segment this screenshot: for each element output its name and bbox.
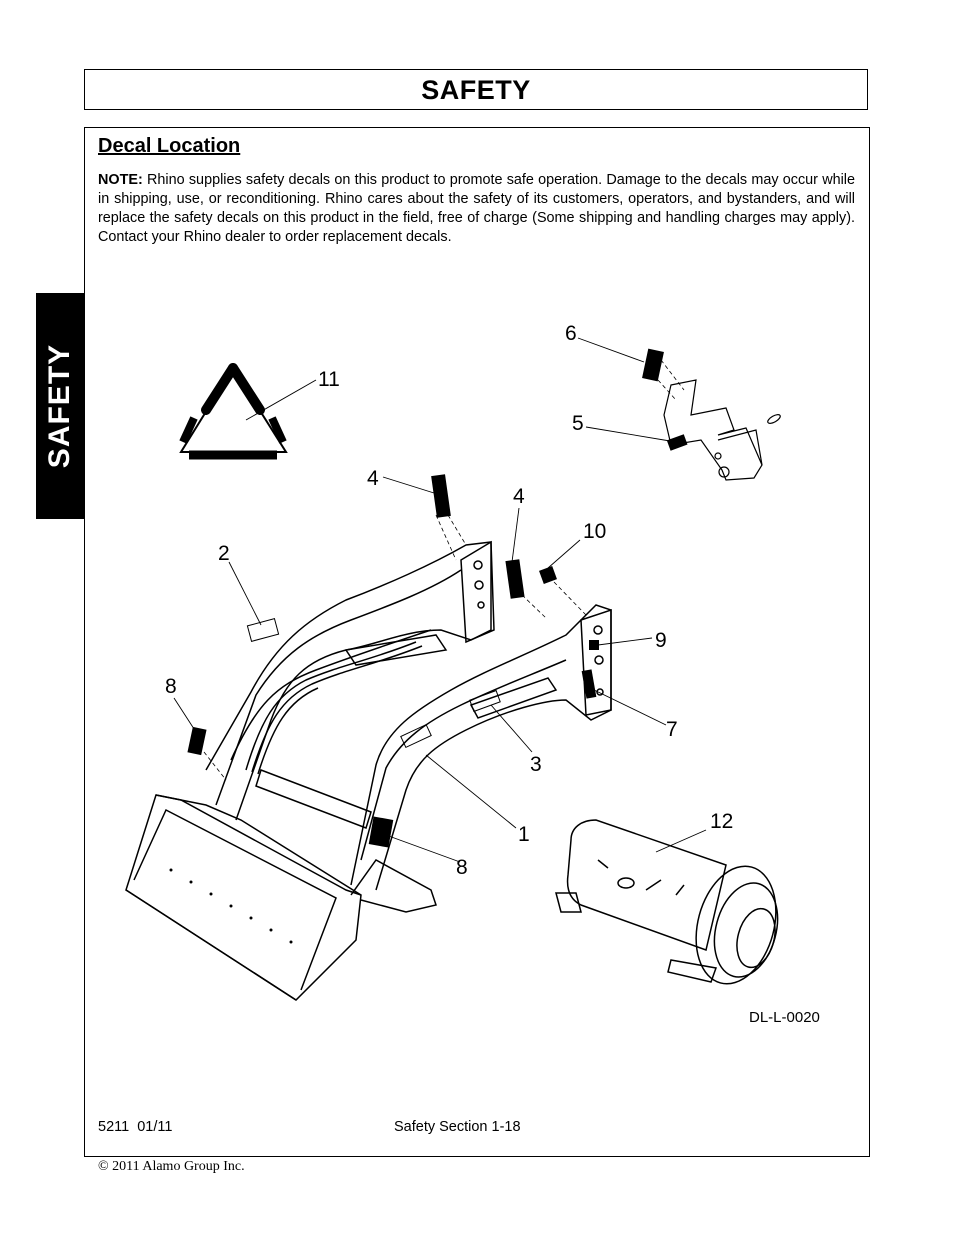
callout-8-rear: 8 xyxy=(165,675,177,698)
smv-emblem xyxy=(179,363,288,460)
note-text: Rhino supplies safety decals on this pro… xyxy=(98,172,856,245)
decal-4-front xyxy=(505,559,525,599)
decal-6 xyxy=(642,348,664,382)
doc-number: 5211 01/11 xyxy=(98,1119,173,1135)
projection-lines xyxy=(203,514,587,781)
drawing-code: DL-L-0020 xyxy=(749,1009,820,1026)
decal-8-rear xyxy=(187,726,207,756)
decal-location-diagram: 6 11 5 4 4 10 2 9 8 7 3 1 8 12 DL-L-0020 xyxy=(125,322,820,1026)
loader-assembly xyxy=(125,540,612,1001)
decal-4-rear xyxy=(431,474,451,518)
callout-4-rear: 4 xyxy=(367,467,379,490)
bucket-bolts xyxy=(169,868,293,944)
note-paragraph: NOTE: Rhino supplies safety decals on th… xyxy=(98,171,855,247)
callout-5: 5 xyxy=(572,412,584,435)
decal-5 xyxy=(666,434,688,451)
callout-6: 6 xyxy=(565,322,577,345)
header-box: SAFETY xyxy=(84,69,868,110)
content-frame xyxy=(84,127,870,1157)
decal-8-front xyxy=(368,816,394,848)
callout-12: 12 xyxy=(710,810,733,833)
callout-9: 9 xyxy=(655,629,667,652)
callout-10: 10 xyxy=(583,520,606,543)
callout-3: 3 xyxy=(530,753,542,776)
page-title: SAFETY xyxy=(421,75,531,105)
side-tab-label: SAFETY xyxy=(43,343,76,469)
callout-7: 7 xyxy=(666,718,678,741)
page-label: Safety Section 1-18 xyxy=(394,1119,521,1135)
callout-11: 11 xyxy=(318,368,340,391)
callout-8-front: 8 xyxy=(456,856,468,879)
decal-7 xyxy=(581,669,597,699)
decal-10 xyxy=(539,566,557,584)
decal-9 xyxy=(589,640,599,650)
safety-shield xyxy=(555,819,779,985)
note-label: NOTE: xyxy=(98,172,143,188)
copyright: © 2011 Alamo Group Inc. xyxy=(98,1159,245,1174)
callout-1: 1 xyxy=(518,823,530,846)
callout-4-front: 4 xyxy=(513,485,525,508)
decal-2-3-1-outlines xyxy=(246,618,501,749)
section-heading: Decal Location xyxy=(98,135,241,157)
callout-2: 2 xyxy=(218,542,230,565)
leader-lines xyxy=(173,337,707,863)
side-tab: SAFETY xyxy=(36,293,84,519)
mount-bracket xyxy=(663,379,781,481)
